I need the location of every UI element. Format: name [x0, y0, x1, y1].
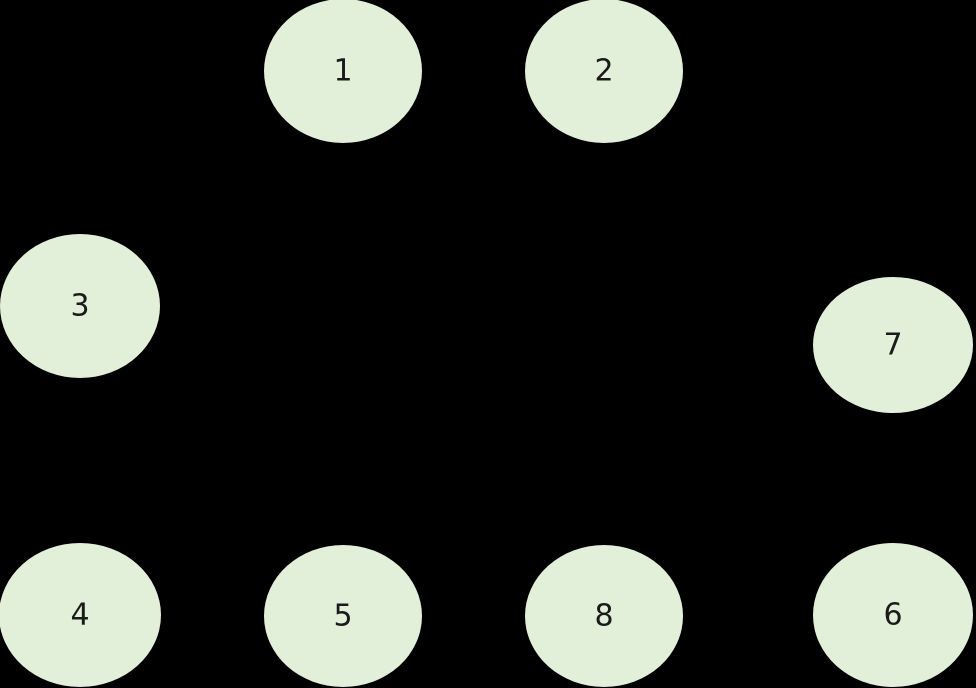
node-ellipse-1[interactable]	[264, 0, 422, 143]
node-ellipse-6[interactable]	[813, 543, 973, 687]
node-ellipse-8[interactable]	[525, 545, 683, 687]
graph-node-1[interactable]: 1	[264, 0, 422, 143]
node-ellipse-3[interactable]	[0, 234, 160, 378]
node-ellipse-4[interactable]	[0, 543, 161, 687]
graph-node-4[interactable]: 4	[0, 543, 161, 687]
node-ellipse-7[interactable]	[813, 277, 973, 413]
graph-node-2[interactable]: 2	[525, 0, 683, 143]
graph-node-6[interactable]: 6	[813, 543, 973, 687]
node-ellipse-5[interactable]	[264, 545, 422, 687]
graph-node-8[interactable]: 8	[525, 545, 683, 687]
graph-node-3[interactable]: 3	[0, 234, 160, 378]
node-ellipse-2[interactable]	[525, 0, 683, 143]
graph-node-7[interactable]: 7	[813, 277, 973, 413]
graph-node-5[interactable]: 5	[264, 545, 422, 687]
